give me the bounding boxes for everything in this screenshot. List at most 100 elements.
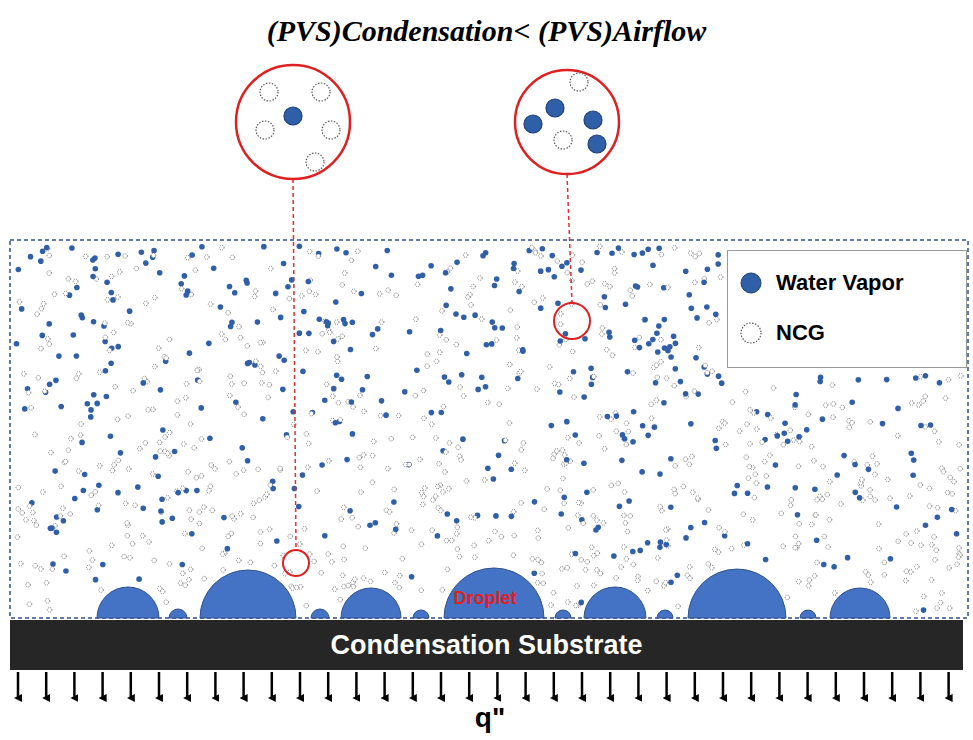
molecule	[433, 494, 438, 499]
molecule	[763, 557, 769, 563]
molecule	[163, 435, 168, 440]
ncg-molecule	[322, 121, 340, 139]
molecule	[344, 457, 350, 463]
molecule	[188, 567, 193, 572]
molecule	[748, 442, 753, 447]
vapor-molecule	[546, 99, 564, 117]
molecule	[374, 346, 379, 351]
molecule	[300, 472, 306, 478]
molecule	[830, 383, 835, 388]
molecule	[605, 414, 611, 420]
molecule	[175, 413, 180, 418]
molecule	[659, 359, 664, 364]
molecule	[687, 462, 692, 467]
molecule	[723, 421, 728, 426]
molecule	[923, 522, 929, 528]
molecule	[256, 467, 261, 472]
molecule	[703, 363, 708, 368]
molecule	[705, 370, 710, 375]
molecule	[781, 544, 786, 549]
molecule	[515, 376, 521, 382]
molecule	[47, 342, 52, 347]
molecule	[773, 462, 779, 468]
molecule	[565, 600, 570, 605]
molecule	[454, 518, 460, 524]
molecule	[394, 293, 399, 298]
molecule	[281, 261, 287, 267]
molecule	[259, 381, 264, 386]
molecule	[626, 498, 632, 504]
molecule	[909, 401, 914, 406]
molecule	[17, 300, 22, 305]
molecule	[292, 486, 298, 492]
molecule	[713, 547, 718, 552]
molecule	[104, 394, 110, 400]
molecule	[76, 469, 81, 474]
molecule	[745, 422, 750, 427]
molecule	[747, 464, 752, 469]
molecule	[910, 472, 916, 478]
molecule	[716, 550, 721, 555]
molecule	[247, 360, 253, 366]
molecule	[180, 571, 185, 576]
molecule	[570, 349, 575, 354]
molecule	[499, 534, 504, 539]
molecule	[959, 374, 964, 379]
molecule	[551, 274, 557, 280]
molecule	[108, 360, 114, 366]
molecule	[812, 574, 817, 579]
molecule	[497, 402, 502, 407]
droplet	[555, 610, 571, 618]
molecule	[56, 353, 62, 359]
molecule	[459, 458, 464, 463]
molecule	[499, 325, 505, 331]
molecule	[112, 463, 117, 468]
molecule	[556, 382, 561, 387]
molecule	[227, 459, 232, 464]
molecule	[845, 555, 851, 561]
molecule	[895, 406, 901, 412]
molecule	[437, 461, 442, 466]
molecule	[327, 459, 332, 464]
molecule	[633, 345, 638, 350]
molecule	[957, 546, 962, 551]
molecule	[948, 475, 953, 480]
molecule	[50, 567, 55, 572]
molecule	[443, 270, 449, 276]
molecule	[950, 491, 955, 496]
molecule	[908, 450, 914, 456]
molecule	[535, 528, 540, 533]
molecule	[522, 468, 527, 473]
molecule	[595, 568, 600, 573]
molecule	[227, 284, 233, 290]
heat-flux-arrow	[694, 672, 697, 698]
molecule	[105, 297, 110, 302]
molecule	[841, 453, 847, 459]
title: (PVS)Condensation< (PVS)Airflow	[0, 14, 973, 48]
legend-label: Water Vapor	[776, 270, 904, 296]
ncg-molecule	[256, 121, 274, 139]
molecule	[645, 540, 651, 546]
molecule	[236, 405, 241, 410]
molecule	[110, 297, 116, 303]
molecule	[440, 588, 445, 593]
molecule	[852, 462, 858, 468]
molecule	[623, 301, 629, 307]
molecule	[333, 299, 339, 305]
molecule	[131, 388, 136, 393]
molecule	[208, 302, 213, 307]
ncg-molecule	[570, 73, 588, 91]
molecule	[765, 484, 771, 490]
molecule	[69, 245, 75, 251]
molecule	[514, 335, 519, 340]
molecule	[335, 359, 340, 364]
molecule	[753, 472, 758, 477]
molecule	[673, 366, 679, 372]
molecule	[530, 557, 535, 562]
molecule	[595, 518, 600, 523]
molecule	[690, 454, 695, 459]
molecule	[387, 510, 392, 515]
molecule	[242, 412, 247, 417]
molecule	[85, 401, 91, 407]
molecule	[409, 574, 415, 580]
